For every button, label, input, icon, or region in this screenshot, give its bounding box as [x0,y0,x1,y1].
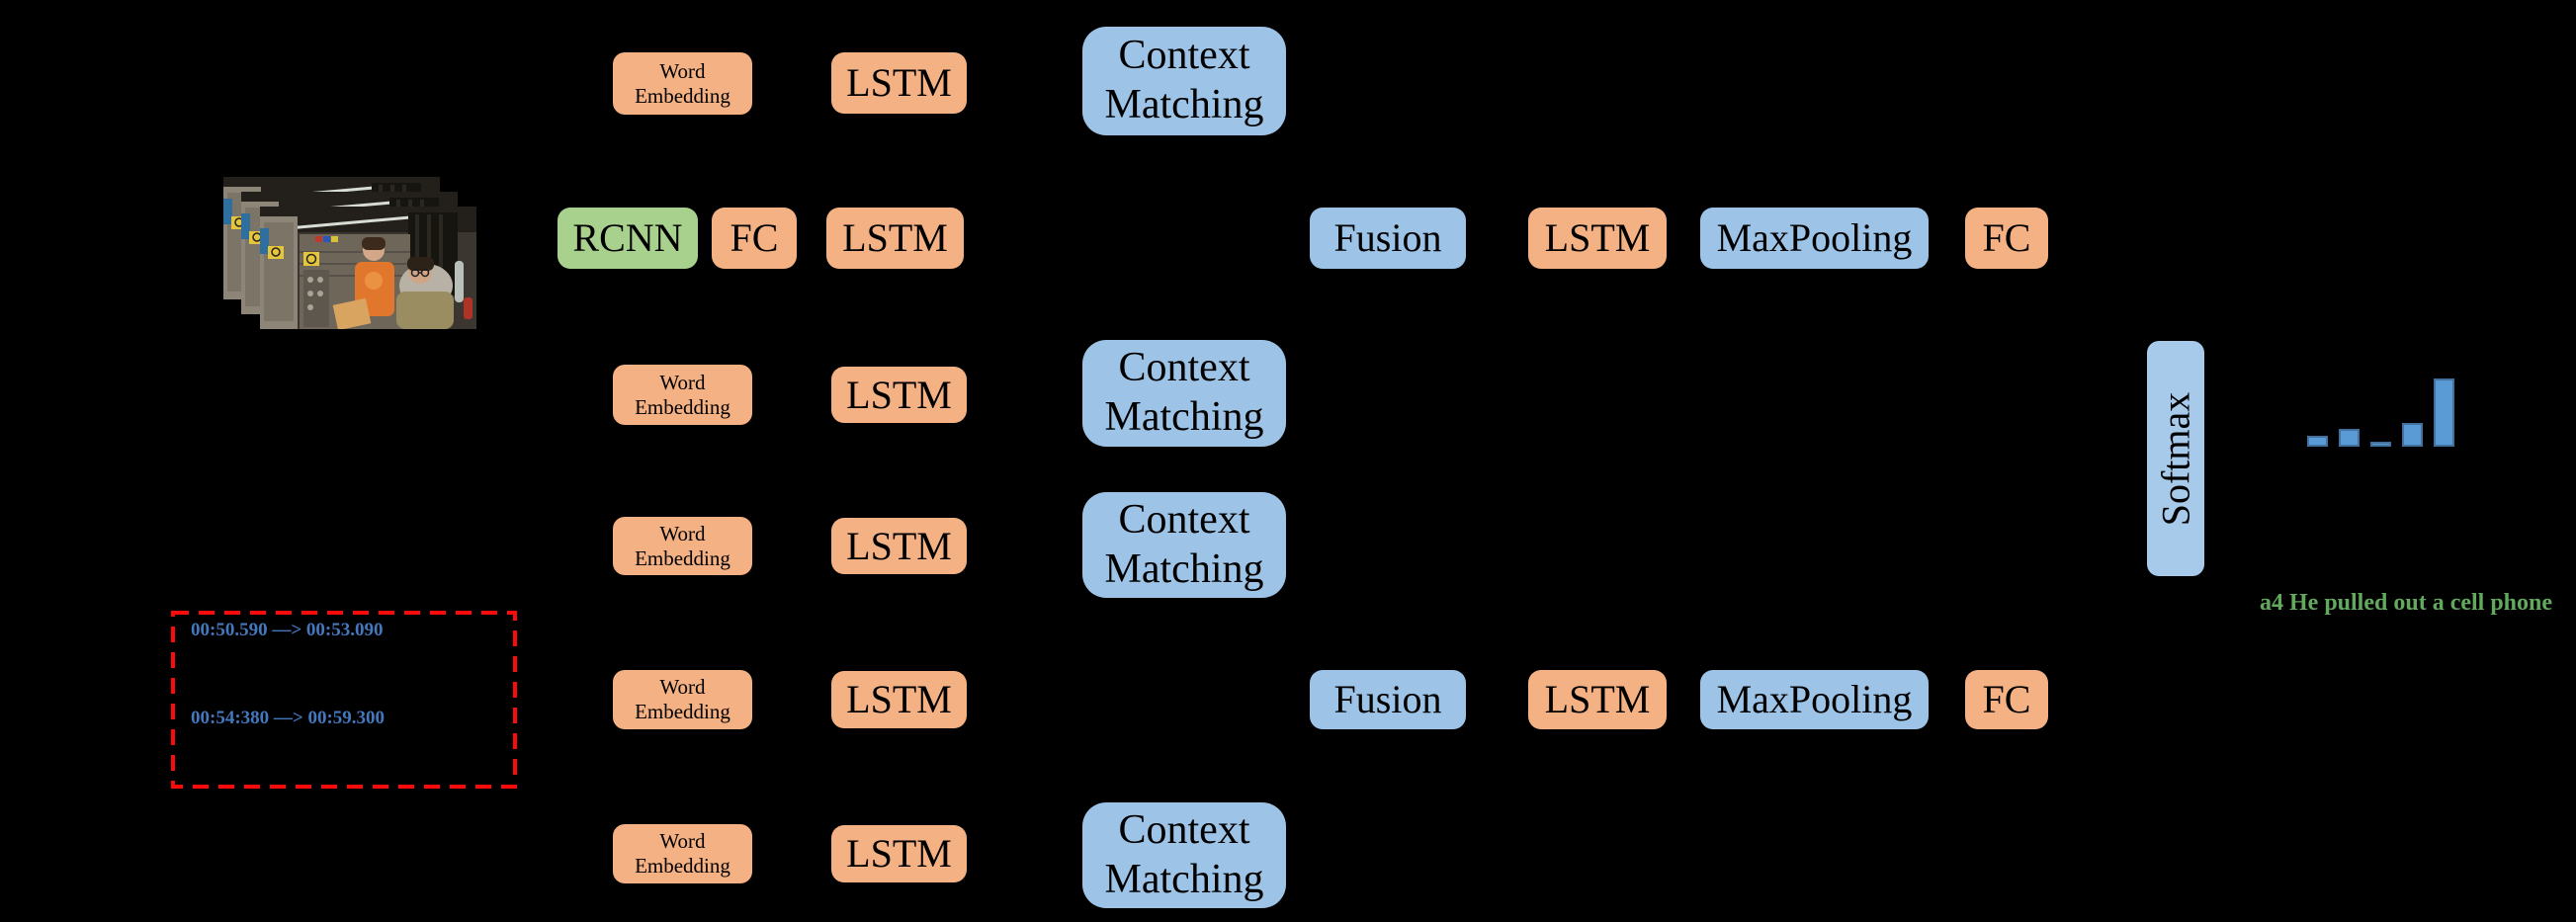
softmax-box: Softmax [2147,341,2204,576]
lstm-3: LSTM [1528,208,1667,269]
context-matching-1: Context Matching [1082,27,1286,135]
lstm-1: LSTM [831,52,967,114]
word-embedding-2: Word Embedding [613,365,752,425]
video-frames-thumbnail [223,177,478,331]
lstm-4: LSTM [831,367,967,423]
video-frame-3 [260,207,476,329]
lstm-6: LSTM [831,671,967,728]
rcnn: RCNN [558,208,698,269]
lstm-7: LSTM [1528,670,1667,729]
word-embedding-1: Word Embedding [613,52,752,115]
subtitle-timestamp-1: 00:50.590 —> 00:53.090 [191,620,384,640]
context-matching-2: Context Matching [1082,340,1286,447]
fc-1: FC [712,208,797,269]
extinguisher [464,297,472,319]
softmax-label: Softmax [2153,391,2198,526]
warning-sticker [268,246,284,259]
answer-score-bar-1 [2307,436,2328,447]
fusion-2: Fusion [1310,670,1466,729]
answer-score-bar-5 [2434,378,2454,447]
word-embedding-5: Word Embedding [613,824,752,883]
answer-score-bars [2297,376,2465,447]
subtitle-timestamp-2: 00:54:380 —> 00:59.300 [191,708,386,728]
word-embedding-4: Word Embedding [613,670,752,729]
predicted-answer-text: a4 He pulled out a cell phone [2260,590,2553,616]
fc-3: FC [1965,670,2048,729]
fc-2: FC [1965,208,2048,269]
lstm-2: LSTM [826,208,964,269]
person-seated-glasses [396,257,454,329]
maxpooling-2: MaxPooling [1700,670,1929,729]
answer-score-bar-4 [2402,423,2423,447]
maxpooling-1: MaxPooling [1700,208,1929,269]
envelope [332,297,372,329]
answer-score-bar-3 [2370,442,2391,447]
context-matching-3: Context Matching [1082,492,1286,598]
word-embedding-3: Word Embedding [613,517,752,575]
knob-panel [303,270,329,327]
gas-cylinder [455,261,464,302]
lstm-5: LSTM [831,518,967,574]
lstm-8: LSTM [831,825,967,882]
context-matching-4: Context Matching [1082,802,1286,908]
person-standing-orange-shirt [355,237,394,316]
answer-score-bar-2 [2339,429,2360,447]
fusion-1: Fusion [1310,208,1466,269]
